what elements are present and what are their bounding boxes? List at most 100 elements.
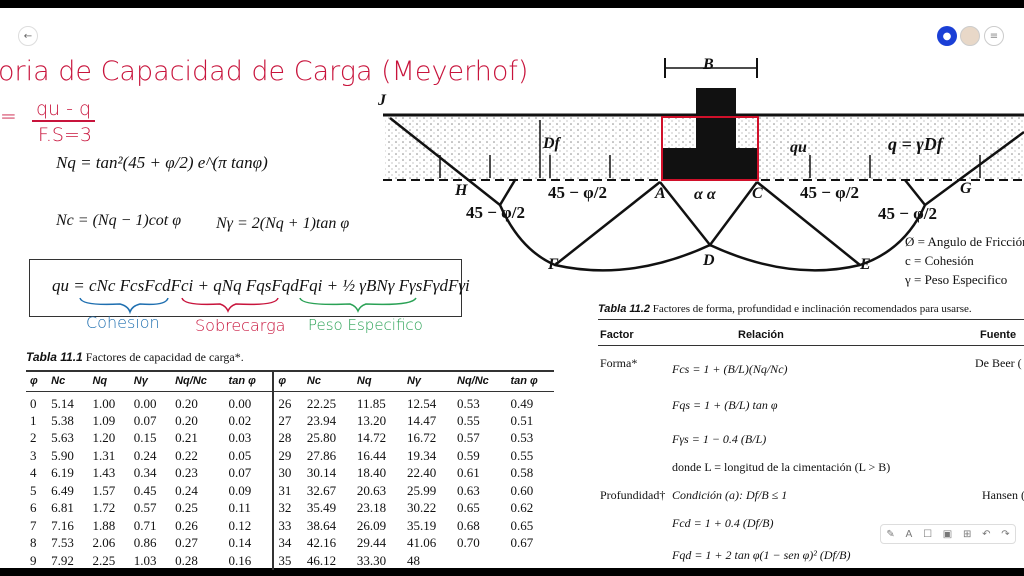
legend-unit-weight: γ = Peso Especifico: [905, 272, 1008, 287]
condition-a: Condición (a): Df/B ≤ 1: [672, 488, 788, 502]
cohesion-label: Cohesion: [86, 313, 160, 332]
header-relacion: Relación: [738, 329, 784, 341]
back-button[interactable]: ←: [18, 26, 38, 46]
column-header: Nc: [302, 371, 353, 392]
label-J: J: [378, 92, 386, 109]
table-cell: 0.65: [457, 500, 480, 516]
table-cell: 20.63: [356, 482, 387, 498]
text-tool-icon[interactable]: A: [905, 528, 913, 540]
table-cell: 1.00: [92, 395, 116, 411]
source-hansen: Hansen (1: [982, 488, 1024, 502]
table-cell: 0.57: [133, 500, 157, 516]
peso-especifico-label: Peso Especifico: [308, 316, 423, 334]
label-G: G: [960, 180, 972, 197]
table-cell: 16.44: [356, 447, 387, 463]
legend-cohesion: c = Cohesión: [905, 253, 974, 268]
column-header: φ: [272, 371, 303, 392]
table-cell: 18.40: [356, 465, 387, 481]
redo-icon[interactable]: ↷: [1001, 528, 1010, 540]
table-cell: 0.09: [228, 482, 252, 498]
table-cell: 6.81: [51, 500, 74, 516]
table-cell: 35.19: [406, 517, 437, 533]
table-cell: 13.20: [356, 412, 387, 428]
menu-button[interactable]: ≡: [984, 26, 1004, 46]
table-cell: 33: [272, 517, 303, 535]
table-cell: 0.03: [228, 430, 252, 446]
table-cell: 0.14: [228, 535, 252, 551]
avatar[interactable]: [960, 26, 980, 46]
drawing-toolbar: ✎ A ☐ ▣ ⊞ ↶ ↷: [880, 524, 1016, 544]
table-cell: 8: [30, 535, 37, 551]
table-cell: 0.25: [175, 500, 198, 516]
shape-depth-factors-table: Tabla 11.2 Factores de forma, profundida…: [598, 300, 1024, 568]
table-cell: 0.27: [175, 535, 198, 551]
table-cell: 38.64: [306, 517, 337, 533]
qu-formula: qu = cNc FcsFcdFci + qNq FqsFqdFqi + ½ γ…: [52, 276, 470, 295]
add-page-icon[interactable]: ⊞: [962, 528, 972, 540]
angle-right: 45 − φ/2: [878, 204, 938, 223]
label-A: A: [655, 185, 666, 202]
fgs-formula: Fγs = 1 − 0.4 (B/L): [672, 432, 767, 446]
table-cell: 0.68: [457, 517, 480, 533]
label-E: E: [860, 256, 871, 273]
table-cell: 0.12: [228, 517, 252, 533]
table-cell: 0.59: [457, 447, 480, 463]
label-Df: Df: [543, 135, 560, 152]
row-forma: Forma*: [600, 356, 638, 370]
table-cell: 34: [272, 534, 303, 552]
table-cell: 41.06: [406, 535, 437, 551]
table-cell: 0.51: [510, 412, 534, 428]
table-cell: 42.16: [306, 535, 337, 551]
table-cell: 3: [30, 447, 37, 463]
table-cell: 0.22: [175, 447, 198, 463]
table-cell: 5.63: [51, 430, 74, 446]
pen-tool-icon[interactable]: ✎: [886, 528, 895, 540]
table-cell: 26: [272, 391, 303, 412]
table-cell: 4: [30, 465, 37, 481]
bearing-capacity-diagram: [383, 58, 1024, 272]
undo-icon[interactable]: ↶: [982, 528, 991, 540]
table-cell: 46.12: [306, 552, 337, 568]
fqd-formula: Fqd = 1 + 2 tan φ(1 − sen φ)² (Df/B): [672, 548, 851, 562]
table-cell: 0.15: [133, 430, 157, 446]
table-cell: 0.67: [510, 535, 534, 551]
fs-numerator: qu - q: [32, 98, 96, 122]
qu-formula-box: [29, 259, 462, 317]
table-cell: 29: [272, 447, 303, 465]
diagram-legend: Ø = Angulo de Fricción c = Cohesión γ = …: [905, 232, 1024, 289]
header-factor: Factor: [600, 329, 634, 341]
table-cell: 0.07: [228, 465, 252, 481]
table-cell: 7.16: [51, 517, 74, 533]
table-cell: 30: [272, 464, 303, 482]
source-debeer: De Beer (: [975, 356, 1022, 370]
table-cell: 33.30: [356, 552, 387, 568]
table-cell: 0.55: [457, 412, 480, 428]
table-cell: 14.47: [406, 412, 437, 428]
table-cell: 14.72: [356, 430, 387, 446]
table-cell: 2.25: [92, 552, 116, 568]
table-cell: 1.43: [92, 465, 116, 481]
image-tool-icon[interactable]: ▣: [942, 528, 953, 540]
label-H: H: [455, 182, 468, 199]
table2-header: Factor Relación Fuente: [598, 324, 1024, 346]
table-cell: 0.16: [228, 552, 252, 568]
column-header: Nq: [352, 371, 403, 392]
table-cell: 0.00: [228, 395, 252, 411]
sobrecarga-label: Sobrecarga: [195, 316, 286, 335]
table-cell: 0.20: [175, 395, 198, 411]
user-icon[interactable]: ●: [937, 26, 957, 46]
table-cell: 0.63: [457, 482, 480, 498]
shape-tool-icon[interactable]: ☐: [923, 528, 933, 540]
table-cell: 6.49: [51, 482, 74, 498]
label-F: F: [548, 256, 559, 273]
column-header: tan φ: [224, 371, 274, 392]
bottom-black-bar: [0, 568, 1024, 576]
table1-caption: Tabla 11.1 Factores de capacidad de carg…: [26, 350, 244, 364]
